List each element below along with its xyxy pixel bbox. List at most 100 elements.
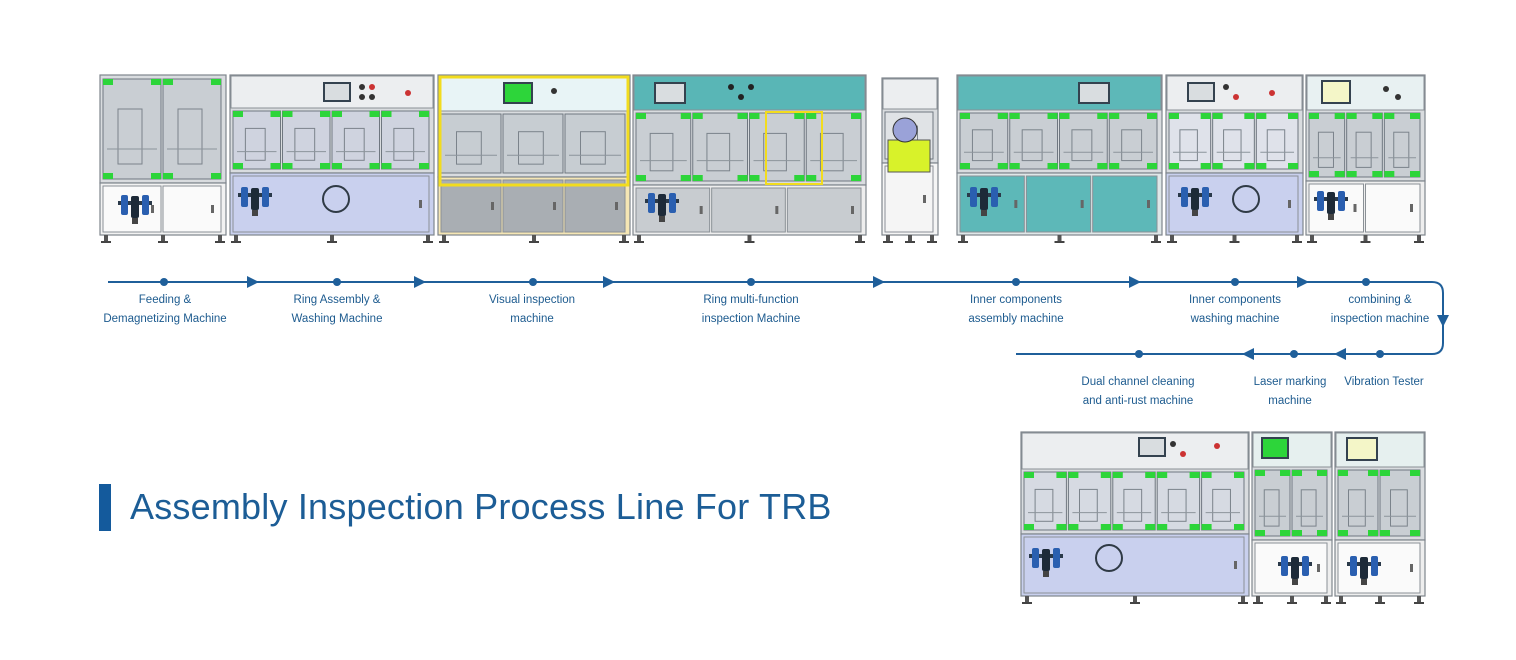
safety-trim xyxy=(1372,113,1383,119)
safety-trim xyxy=(1234,524,1244,530)
mechanism xyxy=(971,129,993,162)
station-dot-icon xyxy=(1135,350,1143,358)
window-pane xyxy=(1009,112,1058,170)
safety-trim xyxy=(332,111,342,117)
door-handle xyxy=(211,205,214,213)
safety-trim xyxy=(1157,524,1168,530)
leg xyxy=(426,235,430,241)
cabinet-door xyxy=(711,187,786,233)
safety-trim xyxy=(960,163,970,169)
station-label-line: machine xyxy=(510,313,554,325)
leg xyxy=(961,235,965,241)
safety-trim xyxy=(1147,113,1157,119)
control-panel xyxy=(438,75,630,112)
door-handle xyxy=(615,202,618,210)
cabinet-door xyxy=(1025,175,1092,233)
leg-foot xyxy=(1253,602,1263,604)
leg-foot xyxy=(423,241,433,243)
leg-foot xyxy=(1321,602,1331,604)
mechanism xyxy=(1355,131,1372,168)
cabinet-door xyxy=(1023,536,1245,594)
safety-trim xyxy=(1368,530,1378,536)
leg xyxy=(1133,596,1137,602)
safety-trim xyxy=(1212,163,1223,169)
door-handle xyxy=(1014,200,1018,208)
safety-trim xyxy=(1109,163,1120,169)
door-handle xyxy=(775,206,779,214)
cabinet-door xyxy=(232,175,430,233)
leg xyxy=(1290,596,1294,602)
porthole-window-icon xyxy=(322,185,350,213)
leg xyxy=(622,235,626,241)
window-pane xyxy=(331,110,380,170)
leg-foot xyxy=(529,241,539,243)
safety-trim xyxy=(1309,171,1319,177)
base-cabinet xyxy=(229,172,435,236)
safety-trim xyxy=(1056,524,1067,530)
leg xyxy=(218,235,222,241)
control-panel xyxy=(882,78,938,110)
safety-trim xyxy=(737,175,748,181)
safety-trim xyxy=(1292,470,1302,476)
safety-trim xyxy=(1112,524,1123,530)
leg-foot xyxy=(101,241,111,243)
mechanism xyxy=(1123,488,1143,522)
station-label-line: Inner components xyxy=(1188,294,1282,306)
safety-trim xyxy=(851,175,861,181)
leg-foot xyxy=(1375,602,1385,604)
window-pane xyxy=(1337,469,1379,537)
window-pane xyxy=(232,110,281,170)
window-pane xyxy=(1023,471,1067,531)
machine-ring-assembly xyxy=(229,74,435,243)
arrow-left-icon xyxy=(1242,348,1254,360)
safety-trim xyxy=(1097,163,1108,169)
safety-trim xyxy=(960,113,970,119)
safety-trim xyxy=(1244,113,1255,119)
safety-trim xyxy=(737,113,748,119)
mechanism xyxy=(1071,129,1093,162)
mechanism xyxy=(1021,129,1043,162)
door-handle xyxy=(1410,564,1413,572)
leg xyxy=(930,235,934,241)
control-button-icon xyxy=(1223,84,1229,90)
safety-trim xyxy=(282,111,293,117)
leg xyxy=(747,235,752,241)
window-pane xyxy=(692,112,748,182)
safety-trim xyxy=(419,111,429,117)
machine-laser-marking-2 xyxy=(1334,431,1426,604)
touch-screen-icon xyxy=(503,82,533,104)
station-label-line: Inner components xyxy=(969,294,1063,306)
station-label-line: Laser marking xyxy=(1253,376,1327,388)
safety-trim xyxy=(1256,163,1267,169)
door-handle xyxy=(923,195,926,203)
machine-combining xyxy=(1305,74,1426,243)
safety-trim xyxy=(1338,530,1348,536)
station-dot-icon xyxy=(1376,350,1384,358)
safety-trim xyxy=(1147,163,1157,169)
safety-trim xyxy=(1255,530,1265,536)
safety-trim xyxy=(1100,472,1111,478)
mechanism xyxy=(819,132,844,172)
safety-trim xyxy=(1380,470,1390,476)
control-button-icon xyxy=(369,84,375,90)
safety-trim xyxy=(1288,113,1298,119)
leg xyxy=(1170,235,1174,241)
station-dot-icon xyxy=(1012,278,1020,286)
station-label-line: and anti-rust machine xyxy=(1082,395,1194,407)
leg-foot xyxy=(744,241,755,243)
mechanism xyxy=(1179,129,1198,162)
yellow-trim xyxy=(765,111,823,185)
safety-trim xyxy=(1212,113,1223,119)
leg-foot xyxy=(1336,602,1346,604)
mechanism xyxy=(393,127,415,161)
window-pane xyxy=(1255,112,1299,170)
safety-trim xyxy=(419,163,429,169)
window-pane xyxy=(1201,471,1245,531)
safety-trim xyxy=(270,111,281,117)
safety-trim xyxy=(1255,470,1265,476)
leg xyxy=(234,235,238,241)
